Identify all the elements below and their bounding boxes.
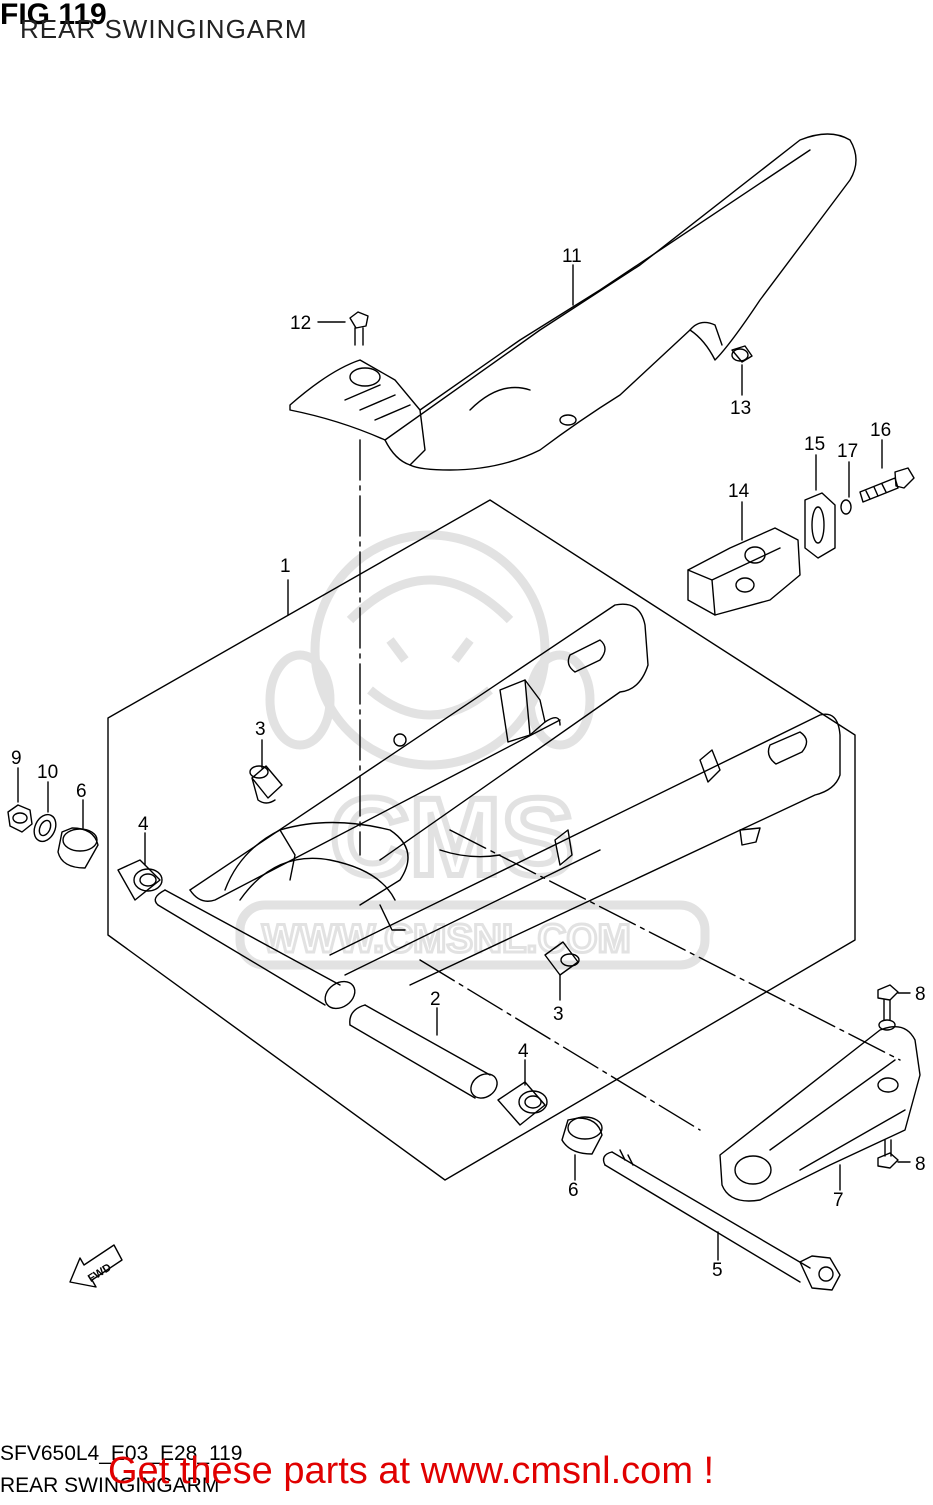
callout-9: 9 xyxy=(11,748,22,769)
callout-6-left: 6 xyxy=(76,781,87,802)
callout-1: 1 xyxy=(280,556,291,577)
callout-7: 7 xyxy=(833,1190,844,1211)
callout-11: 11 xyxy=(562,246,582,267)
callout-4-right: 4 xyxy=(518,1041,529,1062)
watermark-logo xyxy=(235,530,710,970)
callout-3-lower: 3 xyxy=(553,1004,564,1025)
callout-8-upper: 8 xyxy=(915,984,926,1005)
bolt-12 xyxy=(349,311,369,346)
swingarm-left-rail xyxy=(189,603,649,902)
spacer-tube-2 xyxy=(349,1004,498,1099)
callout-4-left: 4 xyxy=(138,814,149,835)
callout-13: 13 xyxy=(730,398,751,419)
footer-title: REAR SWINGINGARM xyxy=(0,1474,220,1497)
callout-12: 12 xyxy=(290,313,311,334)
collar-6-left xyxy=(57,827,99,869)
callout-15: 15 xyxy=(804,434,825,455)
clip-13 xyxy=(731,345,753,363)
callout-8-lower: 8 xyxy=(915,1154,926,1175)
fwd-label: FWD xyxy=(86,1261,114,1284)
chain-guide-14 xyxy=(687,527,801,616)
callout-5: 5 xyxy=(712,1260,723,1281)
callout-labels: 1 2 3 3 4 4 5 6 6 7 8 8 9 10 11 12 13 14… xyxy=(11,246,926,1281)
callout-6-right: 6 xyxy=(568,1180,579,1201)
chain-adjuster-plate-7 xyxy=(719,1026,921,1202)
pivot-tube xyxy=(154,889,356,1010)
bushing-3-lower xyxy=(544,941,580,976)
plate-15 xyxy=(804,492,836,559)
fwd-arrow-icon xyxy=(69,1244,123,1288)
bolt-8-upper xyxy=(877,984,899,1031)
bolt-16 xyxy=(859,467,915,503)
washer-17 xyxy=(840,499,852,515)
collar-6-right xyxy=(561,1116,603,1155)
leader-lines xyxy=(17,264,911,1261)
callout-3-upper: 3 xyxy=(255,719,266,740)
swingarm-right-rail xyxy=(329,713,841,986)
callout-2: 2 xyxy=(430,989,441,1010)
watermark-brand: CMS xyxy=(330,776,574,899)
chain-cover-11 xyxy=(289,133,857,471)
washer-10 xyxy=(33,813,57,843)
callout-10: 10 xyxy=(37,762,58,783)
callout-17: 17 xyxy=(837,441,858,462)
bearing-4-left xyxy=(117,859,163,901)
figure-number: FIG 119 xyxy=(0,0,107,31)
callout-16: 16 xyxy=(870,420,891,441)
assembly-box-outline xyxy=(107,499,856,1181)
watermark-url: WWW.CMSNL.COM xyxy=(262,917,631,961)
promo-link[interactable]: Get these parts at www.cmsnl.com ! xyxy=(108,1450,715,1492)
pivot-shaft-5 xyxy=(602,1149,841,1291)
bearing-4-right xyxy=(497,1081,548,1126)
callout-14: 14 xyxy=(728,481,750,502)
bolt-8-lower xyxy=(877,1139,899,1169)
figure-title: REAR SWINGINGARM xyxy=(20,14,308,44)
nut-9 xyxy=(7,804,33,833)
center-lines xyxy=(359,439,901,1131)
bushing-3-upper xyxy=(249,765,283,804)
swingarm-cross-member xyxy=(224,821,501,931)
footer-diagram-code: SFV650L4_E03_E28_119 xyxy=(0,1442,243,1465)
